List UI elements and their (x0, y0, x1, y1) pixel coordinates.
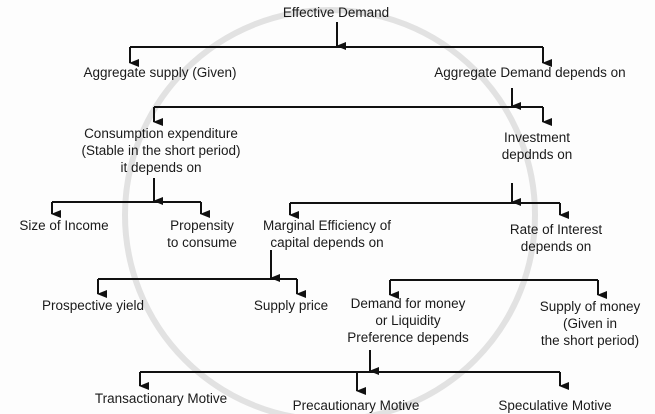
node-text-line: Precautionary Motive (292, 398, 420, 413)
node-consumption-expenditure: Consumption expenditure (Stable in the sh… (81, 125, 240, 176)
node-text-line: Transactionary Motive (94, 391, 228, 406)
node-rate-of-interest: Rate of Interest depends on (510, 221, 602, 255)
node-supply-price: Supply price (254, 297, 328, 314)
node-text-line: to consume (167, 235, 237, 250)
node-text-line: Rate of Interest (509, 222, 603, 237)
node-text-line: Speculative Motive (498, 398, 612, 413)
node-text-line: or Liquidity (375, 313, 441, 328)
node-prospective-yield: Prospective yield (42, 297, 144, 314)
node-text-line: the short period) (540, 333, 640, 348)
node-aggregate-supply: Aggregate supply (Given) (83, 64, 236, 81)
node-text-line: (Stable in the short period) (81, 143, 241, 158)
node-text-line: Preference depends (347, 330, 469, 345)
node-aggregate-demand: Aggregate Demand depends on (434, 64, 625, 81)
node-text-line: it depends on (120, 160, 202, 175)
node-text-line: Propensity (170, 218, 234, 233)
node-text-line: Size of Income (19, 218, 109, 233)
node-text-line: Aggregate supply (Given) (83, 65, 237, 80)
node-investment: Investment depdnds on (502, 129, 573, 163)
node-text-line: Supply price (253, 298, 329, 313)
node-speculative-motive: Speculative Motive (498, 397, 611, 414)
node-text-line: Demand for money (350, 296, 466, 311)
node-text-line: Consumption expenditure (84, 126, 238, 141)
node-text-line: Prospective yield (41, 298, 145, 313)
node-propensity-to-consume: Propensity to consume (167, 217, 237, 251)
node-text-line: (Given in (562, 316, 618, 331)
node-text-line: Investment (503, 130, 571, 145)
node-supply-of-money: Supply of money (Given in the short period… (540, 298, 641, 349)
node-precautionary-motive: Precautionary Motive (293, 397, 420, 414)
node-marginal-efficiency: Marginal Efficiency of capital depends on (263, 217, 391, 251)
node-text-line: Aggregate Demand depends on (434, 65, 626, 80)
node-text-line: capital depends on (270, 235, 384, 250)
node-effective-demand: Effective Demand (283, 4, 389, 21)
node-text-line: Supply of money (539, 299, 641, 314)
node-text-line: Effective Demand (282, 5, 390, 20)
node-text-line: Marginal Efficiency of (262, 218, 392, 233)
node-transactionary-motive: Transactionary Motive (95, 390, 227, 407)
node-size-of-income: Size of Income (19, 217, 108, 234)
node-text-line: depdnds on (501, 147, 573, 162)
node-text-line: depends on (520, 239, 592, 254)
